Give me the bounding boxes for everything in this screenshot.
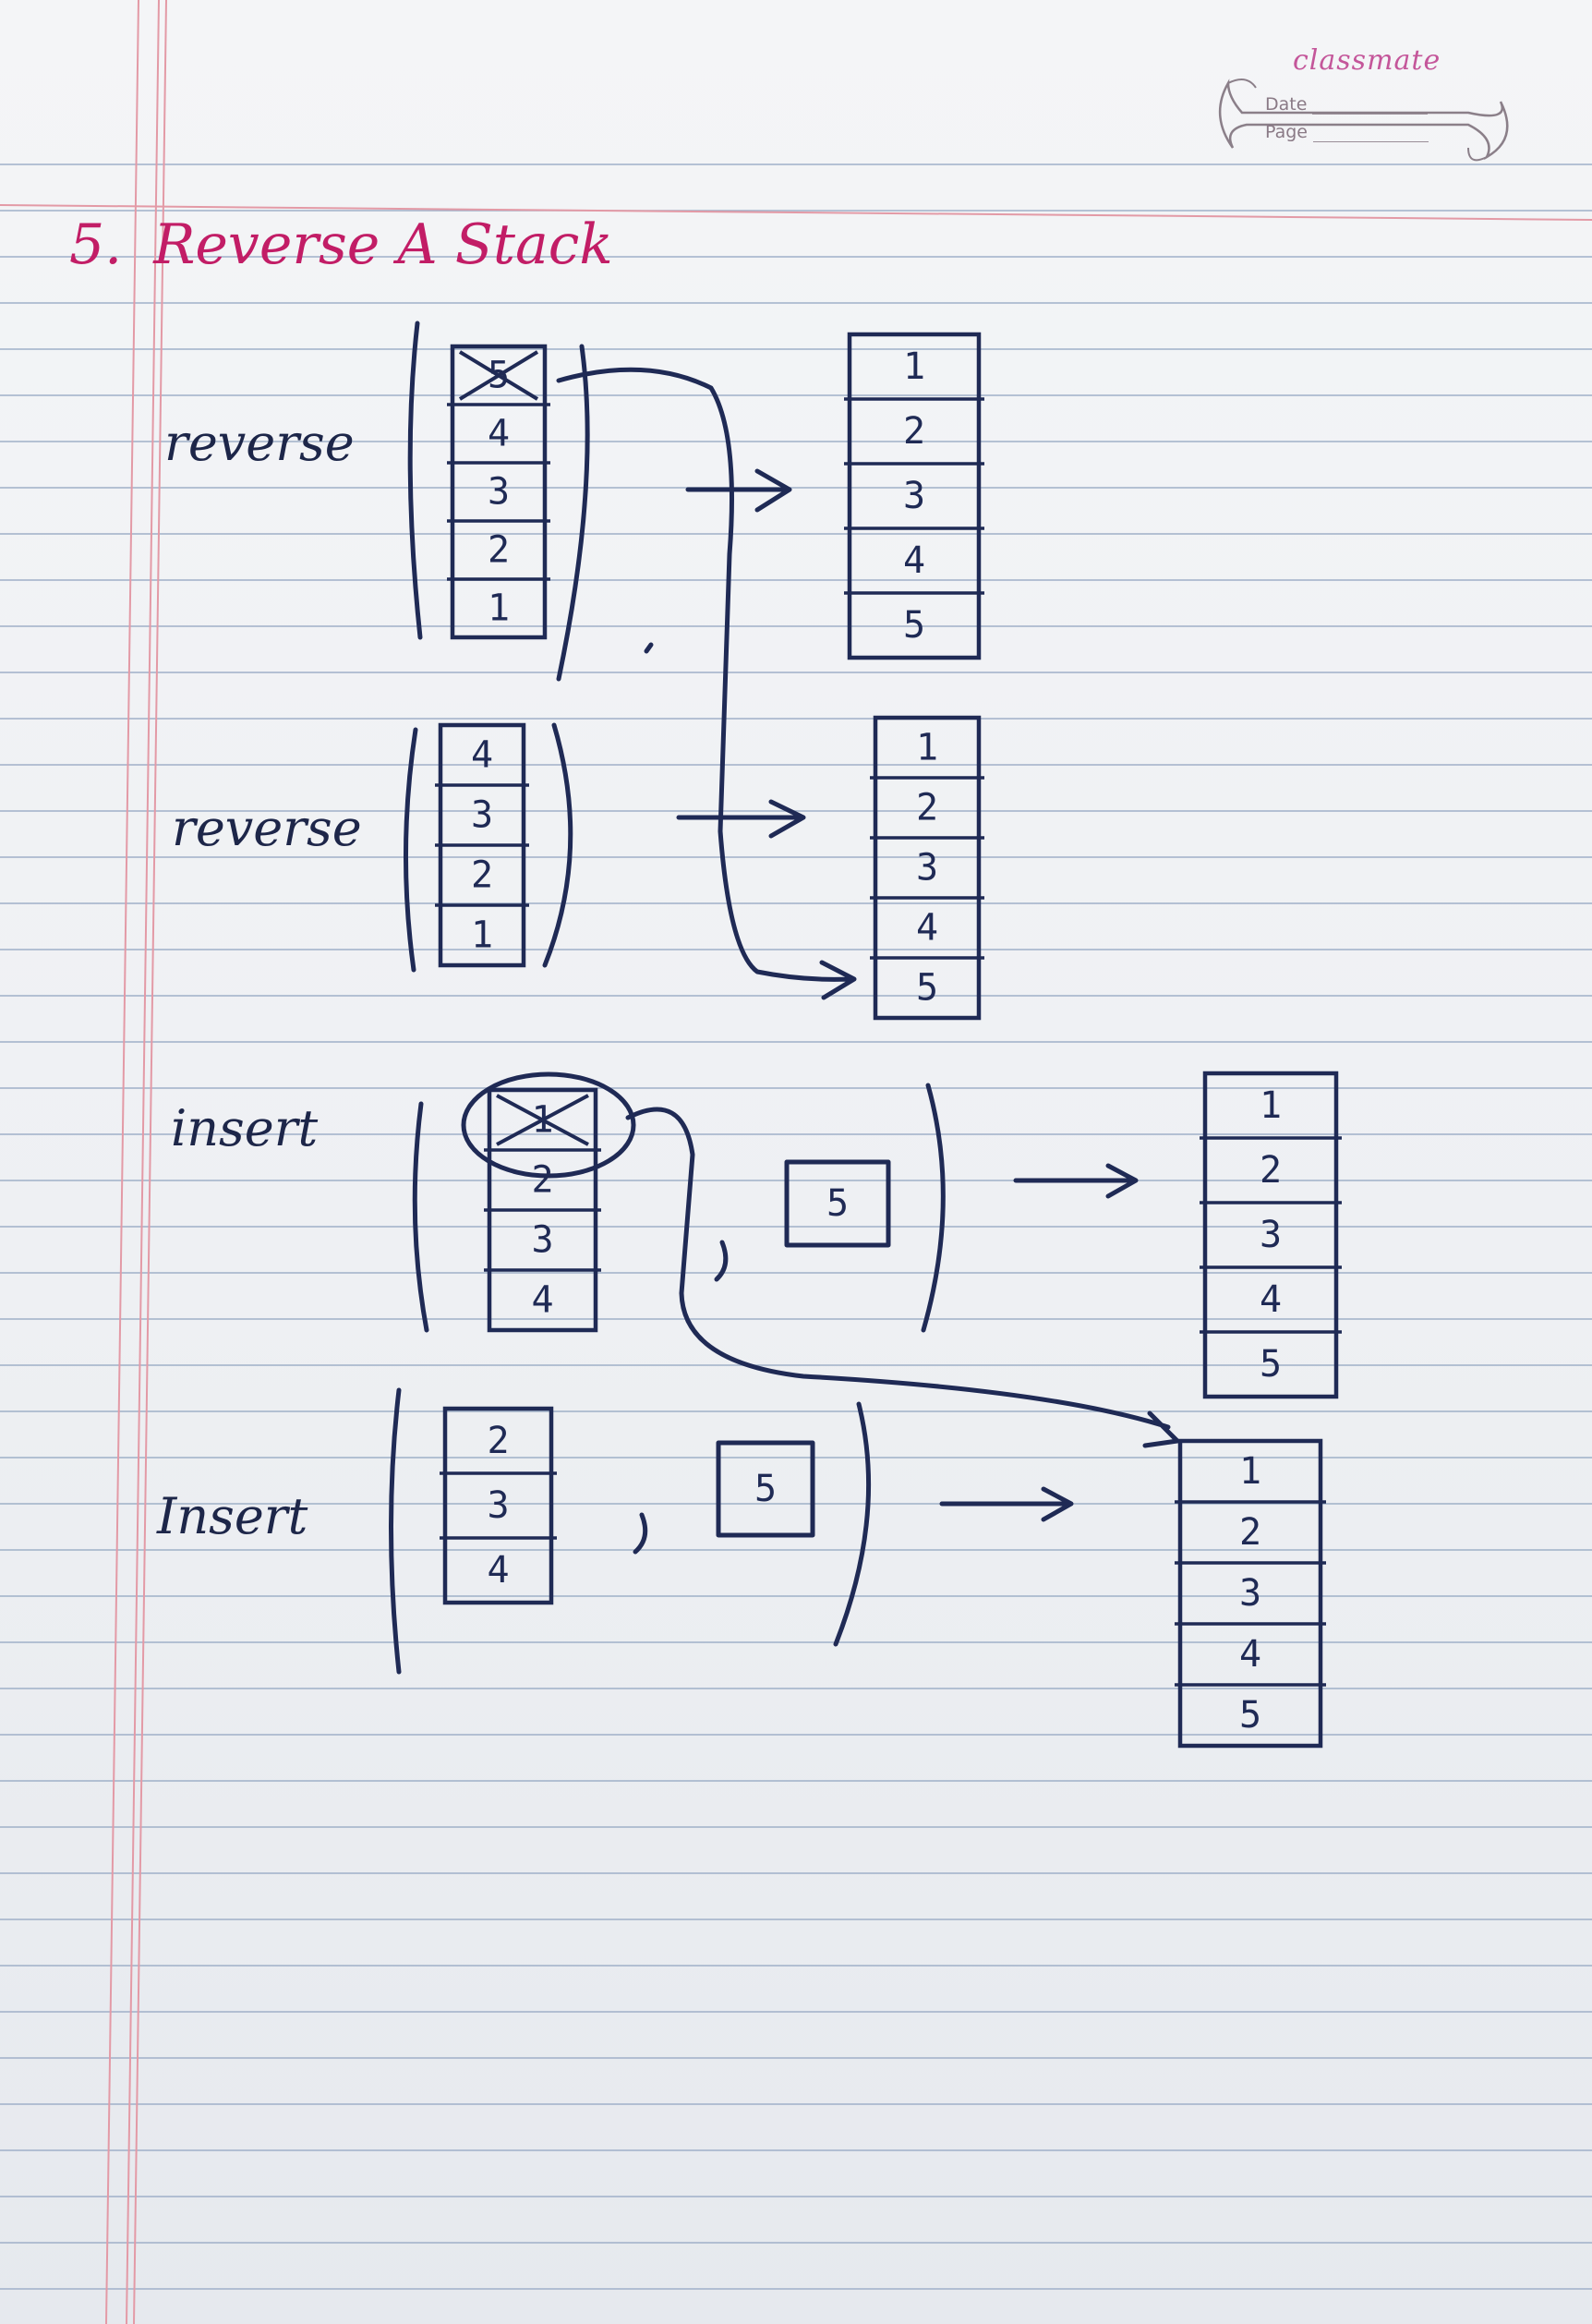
stack-cell-value: 2 (916, 787, 938, 829)
stack-frame (873, 715, 982, 1021)
stack-cell-value: 2 (471, 854, 493, 897)
stack-insert-2-output: 1 2 3 4 5 (1175, 1438, 1326, 1749)
stack-cell-value: 5 (1260, 1343, 1282, 1386)
row-label-reverse-1: reverse (164, 414, 355, 472)
stack-cell-value: 4 (1239, 1633, 1261, 1676)
heading-number: 5. (69, 212, 123, 277)
stack-cell-value: 3 (488, 471, 510, 514)
comma-2 (633, 1512, 648, 1555)
stack-reverse-2-output: 1 2 3 4 5 (870, 715, 984, 1021)
stack-cell-value: 1 (488, 587, 510, 630)
guide-line-1 (644, 642, 654, 654)
date-label: Date (1265, 94, 1308, 115)
brand-emblem (1218, 79, 1509, 162)
stack-cell-value: 3 (1239, 1572, 1261, 1615)
value-box-1 (784, 1159, 891, 1248)
stack-insert-output: 1 2 3 4 5 (1200, 1071, 1342, 1399)
arrow-3 (1013, 1163, 1139, 1199)
stack-cell-value: 2 (1260, 1149, 1282, 1192)
curve-arrow-1 (556, 367, 857, 1000)
stack-cell-value: 3 (903, 475, 925, 517)
paren-close-2 (542, 722, 573, 968)
date-field: Date (1265, 94, 1429, 115)
stack-cell-value: 4 (487, 1549, 509, 1592)
arrow-1 (685, 468, 792, 513)
stack-cell-value: 4 (916, 907, 938, 950)
stack-cell-value: 4 (531, 1279, 553, 1322)
stack-reverse-2-input: 4 3 2 1 (435, 722, 529, 968)
stack-cell-value: 3 (487, 1484, 509, 1527)
highlight-circle (461, 1071, 636, 1179)
cross-out-mark (458, 350, 539, 401)
stack-cell-value: 1 (471, 914, 493, 957)
stack-cell-value: 5 (1239, 1694, 1261, 1737)
page-heading: 5. Reverse A Stack (69, 212, 613, 277)
stack-cell-value: 3 (1260, 1214, 1282, 1256)
paren-close-1 (556, 344, 590, 682)
page-field: Page (1265, 122, 1429, 142)
stack-cell-value: 2 (487, 1420, 509, 1462)
arrow-2 (676, 799, 806, 839)
stack-cell-value: 3 (531, 1219, 553, 1262)
stack-cell-value: 1 (903, 345, 925, 388)
stack-cell-value: 1 (1260, 1084, 1282, 1127)
value-box-1-text: 5 (826, 1182, 849, 1225)
stack-cell-value: 1 (916, 727, 938, 769)
brand-logo: classmate Date Page (1191, 37, 1514, 176)
stack-cell-value: 2 (531, 1159, 553, 1202)
value-box-2 (716, 1440, 815, 1538)
paren-close-3 (921, 1083, 946, 1333)
row-label-insert-1: insert (171, 1099, 319, 1157)
stack-frame (450, 344, 548, 640)
row-label-insert-2: Insert (157, 1487, 308, 1545)
stack-cell-value: 5 (916, 967, 938, 1010)
stack-reverse-output: 1 2 3 4 5 (844, 332, 984, 660)
arrow-4 (939, 1486, 1074, 1522)
margin-line (105, 0, 139, 2324)
cross-out-mark (496, 1094, 589, 1146)
stack-cell-value: 5 (903, 604, 925, 647)
paren-open-2 (403, 727, 418, 973)
heading-title: Reverse A Stack (153, 212, 613, 277)
stack-cell-value: 4 (471, 734, 493, 777)
stack-cell-value: 1 (1239, 1450, 1261, 1493)
stack-cell-value: 4 (903, 539, 925, 582)
row-label-reverse-2: reverse (172, 799, 362, 857)
margin-line (133, 0, 167, 2324)
stack-cell-value: 4 (488, 413, 510, 455)
stack-cell-value: 2 (1239, 1511, 1261, 1554)
stack-cell-value: 3 (916, 847, 938, 890)
page-label: Page (1265, 122, 1308, 142)
margin-line (126, 0, 160, 2324)
stack-cell-value: 2 (903, 410, 925, 453)
stack-cell-value: 4 (1260, 1278, 1282, 1321)
stack-cell-value: 2 (488, 529, 510, 572)
stack-frame (1177, 1438, 1323, 1749)
paren-open-4 (389, 1387, 402, 1675)
stack-frame (1202, 1071, 1339, 1399)
paren-open-1 (407, 321, 423, 640)
stack-insert-2-input: 2 3 4 (440, 1406, 557, 1605)
value-box-2-text: 5 (754, 1468, 777, 1510)
curve-arrow-2 (625, 1107, 1180, 1448)
paren-open-3 (412, 1101, 429, 1333)
paren-close-4 (833, 1401, 872, 1647)
comma-1 (714, 1240, 729, 1282)
stack-cell-value: 3 (471, 794, 493, 837)
brand-name: classmate (1293, 44, 1441, 77)
stack-frame (847, 332, 982, 660)
header-line (0, 204, 1592, 221)
stack-frame (442, 1406, 554, 1605)
